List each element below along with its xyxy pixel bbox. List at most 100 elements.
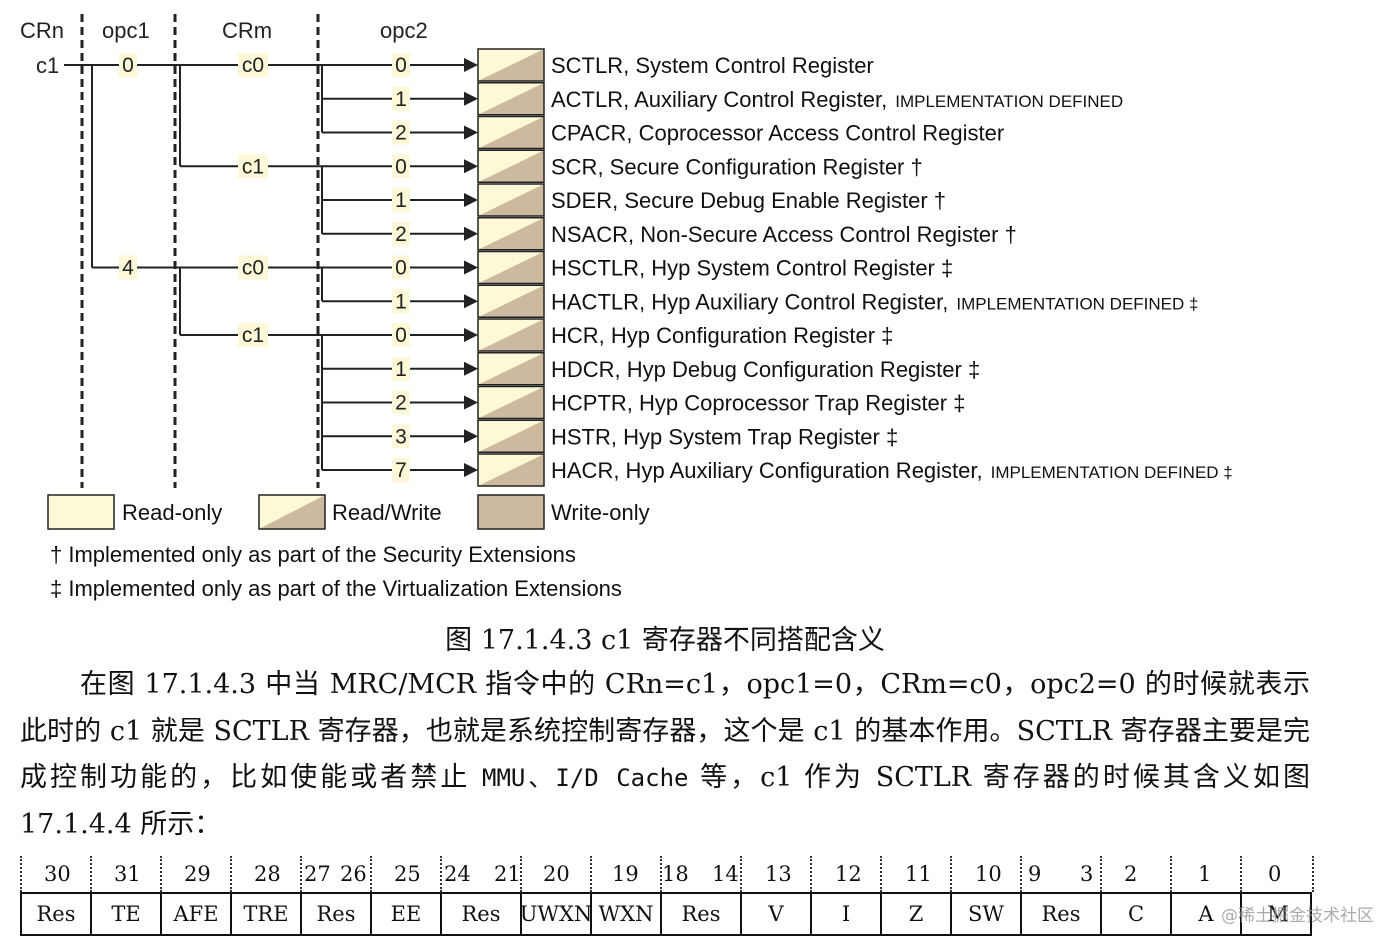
legend-write-only-label: Write-only [551,500,650,525]
bit-divider [1240,856,1242,892]
bit-field: TRE [232,894,302,934]
bit-field: Res [662,894,742,934]
arrow-head [464,193,478,207]
access-box-outline [477,419,545,453]
bit-field: I [812,894,882,934]
bit-divider [230,856,232,892]
column-headers: CRn opc1 CRm opc2 [20,18,428,43]
opc1-label: 0 [122,54,134,77]
opc2-label: 0 [395,155,407,178]
paragraph-mono: MMU、I/D Cache [482,764,689,792]
bit-number: 0 [1268,862,1282,886]
access-box-outline [477,82,545,116]
paragraph-text-2: 等，c1 作为 SCTLR 寄存器的时候其含义如图 17.1.4.4 所示： [20,762,1310,840]
register-name: HACR, Hyp Auxiliary Configuration Regist… [551,458,1233,483]
bit-field: EE [372,894,442,934]
figure-caption: 图 17.1.4.3 c1 寄存器不同搭配含义 [445,625,885,656]
bit-number: 29 [184,862,211,886]
access-box-write [478,420,544,453]
register-name: NSACR, Non-Secure Access Control Registe… [551,222,1017,247]
bit-field: Res [1022,894,1102,934]
opc2-label-bg [392,188,410,212]
opc2-label: 3 [395,425,407,448]
opc2-label: 0 [395,54,407,77]
bit-divider [160,856,162,892]
access-box-write [478,184,544,216]
register-name: HCR, Hyp Configuration Register ‡ [551,323,893,348]
bit-field: Res [302,894,372,934]
legend-read-only-label: Read-only [122,500,222,525]
arrow-head [464,91,478,106]
bit-field: TE [92,894,162,934]
crm-label-bg [238,154,268,179]
register-suffix: IMPLEMENTATION DEFINED [895,92,1123,111]
access-box-outline [477,250,545,285]
bit-number: 26 [340,862,367,886]
crn-value-c1: c1 [36,53,59,78]
bit-number: 28 [254,862,281,886]
column-dividers [80,14,320,488]
bit-number: 1 [1198,862,1212,886]
bit-divider [660,856,662,892]
opc2-label-bg [392,390,410,415]
paragraph-text-1: 在图 17.1.4.3 中当 MRC/MCR 指令中的 CRn=c1，opc1=… [20,669,1310,793]
bit-field: WXN [592,894,662,934]
opc2-label-bg [392,221,410,246]
bit-divider [1020,856,1022,892]
opc2-label-bg [392,323,410,347]
bit-field: UWXN [520,894,592,934]
bit-field: Res [442,894,522,934]
bit-divider [440,856,442,892]
opc2-label: 1 [395,358,407,381]
bit-number: 25 [394,862,421,886]
opc1-label-bg [119,255,137,280]
opc2-label: 1 [395,88,407,111]
crm-label: c0 [242,257,264,280]
body-paragraph: 在图 17.1.4.3 中当 MRC/MCR 指令中的 CRn=c1，opc1=… [20,662,1310,848]
opc2-label: 0 [395,257,407,280]
bit-number: 9 [1028,862,1042,886]
access-box-write [478,285,544,318]
crm-label-bg [238,53,268,77]
header-crn: CRn [20,18,64,43]
bit-number: 14 [712,862,739,886]
opc2-label-bg [392,255,410,280]
register-suffix: IMPLEMENTATION DEFINED ‡ [956,294,1198,313]
header-crm: CRm [222,18,272,43]
legend-read-only-swatch [47,494,115,530]
access-box-write [478,319,544,351]
bit-field: A [1172,894,1242,934]
bit-number: 3 [1080,862,1094,886]
register-name-text: HCPTR, Hyp Coprocessor Trap Register ‡ [551,391,965,416]
access-box-outline [477,115,545,150]
bit-field: M [1267,902,1289,926]
opc2-label-bg [392,356,410,381]
arrow-head [464,125,478,140]
header-opc1: opc1 [102,18,150,43]
register-name: HSTR, Hyp System Trap Register ‡ [551,424,898,449]
opc2-label-bg [392,458,410,482]
opc2-label: 2 [395,392,407,415]
bit-number: 11 [905,862,932,886]
legend-read-write-fill [259,495,325,529]
register-name: ACTLR, Auxiliary Control Register,IMPLEM… [551,87,1123,112]
access-box-write [478,116,544,149]
bit-number: 30 [44,862,71,886]
footnote: † Implemented only as part of the Securi… [50,542,576,567]
crm-label-bg [238,255,268,280]
opc2-label: 2 [395,223,407,246]
register-name: HSCTLR, Hyp System Control Register ‡ [551,256,953,281]
bit-field: C [1102,894,1172,934]
bit-field: Z [882,894,952,934]
access-box-outline [477,352,545,386]
bit-number: 12 [835,862,862,886]
access-box-write [478,150,544,183]
opc1-label: 4 [122,257,134,280]
register-name-text: HCR, Hyp Configuration Register ‡ [551,323,893,348]
legend-write-only-swatch [477,494,545,530]
register-name-text: NSACR, Non-Secure Access Control Registe… [551,222,1017,247]
register-name: HACTLR, Hyp Auxiliary Control Register,I… [551,289,1198,314]
